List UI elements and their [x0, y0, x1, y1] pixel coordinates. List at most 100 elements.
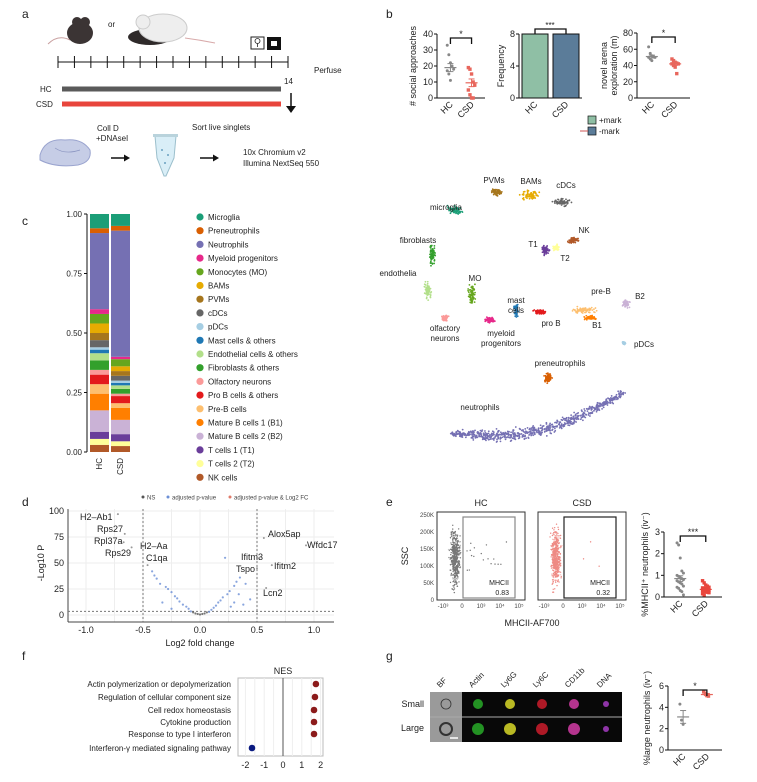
umap-point — [543, 252, 546, 255]
umap-point — [557, 201, 560, 204]
umap-point — [618, 395, 620, 398]
umap-point — [556, 419, 559, 422]
umap-point — [540, 431, 543, 434]
umap-point — [484, 432, 487, 434]
flow-event — [468, 569, 471, 571]
flow-event — [552, 565, 555, 567]
flow-plot-title: HC — [475, 498, 488, 508]
dnase-label: +DNAseI — [96, 134, 128, 143]
flow-event — [458, 581, 460, 583]
flow-event — [452, 541, 454, 543]
x-tick-label: -1.0 — [78, 625, 94, 635]
volcano-point — [262, 537, 265, 540]
umap-point — [454, 435, 457, 438]
umap-point — [468, 293, 471, 296]
gate-label: MHCII — [489, 580, 509, 587]
umap-point — [545, 376, 548, 378]
flow-event — [555, 581, 557, 583]
flow-event — [459, 547, 461, 549]
legend-swatch — [196, 432, 204, 440]
umap-point — [497, 434, 500, 437]
umap-point — [548, 373, 550, 376]
umap-point — [549, 422, 551, 425]
y-tick-label: 2 — [659, 724, 664, 734]
umap-point — [548, 429, 551, 432]
umap-point — [569, 239, 572, 242]
umap-point — [467, 433, 469, 436]
umap-point — [484, 435, 487, 438]
umap-point — [499, 440, 502, 443]
panel-label-e: e — [386, 495, 393, 509]
umap-point — [486, 319, 489, 321]
cell-image — [536, 723, 548, 735]
panel-label-c: c — [22, 214, 28, 228]
umap-point — [570, 414, 573, 417]
legend-swatch — [196, 295, 204, 303]
volcano-point — [214, 604, 218, 607]
flow-event — [552, 588, 554, 590]
data-point — [471, 80, 475, 84]
flow-event — [556, 584, 558, 587]
umap-point — [513, 305, 516, 308]
flow-event — [556, 565, 558, 567]
umap-point — [423, 285, 426, 288]
umap-point — [574, 414, 577, 417]
flow-event — [473, 547, 476, 549]
flow-event — [459, 535, 461, 537]
flow-event — [452, 589, 455, 591]
significance-stars: * — [693, 681, 697, 691]
umap-point — [589, 315, 592, 317]
umap-point — [588, 311, 591, 314]
umap-point — [547, 427, 550, 430]
umap-point — [545, 435, 548, 437]
stacked-bar-segment — [90, 313, 109, 324]
umap-point — [586, 308, 588, 311]
umap-point — [565, 417, 568, 420]
flow-event — [454, 542, 456, 544]
flow-event — [453, 545, 456, 547]
gene-label: Rps27 — [97, 524, 123, 534]
flow-event — [454, 570, 457, 573]
arrow-down-icon — [286, 93, 296, 113]
umap-point — [583, 412, 586, 415]
y-tick-label: 0 — [431, 598, 435, 604]
umap-point — [549, 424, 551, 427]
female-symbol-icon — [250, 36, 265, 50]
umap-point — [522, 434, 525, 436]
stacked-bar-segment — [90, 431, 109, 439]
volcano-point — [159, 582, 162, 585]
umap-point — [555, 248, 558, 251]
umap-point — [532, 428, 535, 431]
umap-point — [444, 319, 447, 322]
y-axis-label-line2: exploration (m) — [609, 35, 619, 95]
umap-point — [513, 437, 516, 440]
umap-point — [542, 244, 545, 247]
umap-point — [487, 316, 490, 319]
umap-point — [499, 431, 502, 434]
timeline-axis — [57, 56, 289, 68]
flow-event — [497, 563, 499, 565]
umap-point — [622, 342, 624, 345]
umap-cluster-label: microglia — [430, 203, 463, 212]
umap-point — [525, 195, 528, 198]
y-tick-label: 100 — [49, 506, 64, 516]
x-tick-label: 10⁵ — [514, 603, 524, 610]
flow-event — [452, 547, 455, 549]
flow-event — [554, 542, 556, 544]
data-point — [448, 78, 452, 82]
y-tick-label: 250K — [420, 513, 434, 519]
umap-point — [432, 251, 435, 254]
umap-point — [554, 202, 556, 205]
umap-point — [457, 211, 460, 214]
umap-point — [502, 431, 505, 434]
umap-point — [432, 257, 435, 259]
umap-cluster-label: olfactory — [430, 324, 460, 333]
volcano-point — [258, 556, 261, 559]
x-tick-label: 0.0 — [194, 625, 207, 635]
volcano-point — [161, 601, 164, 604]
umap-point — [445, 314, 448, 317]
volcano-point — [116, 513, 119, 516]
umap-point — [451, 432, 454, 435]
y-tick-label: 1 — [655, 570, 660, 580]
